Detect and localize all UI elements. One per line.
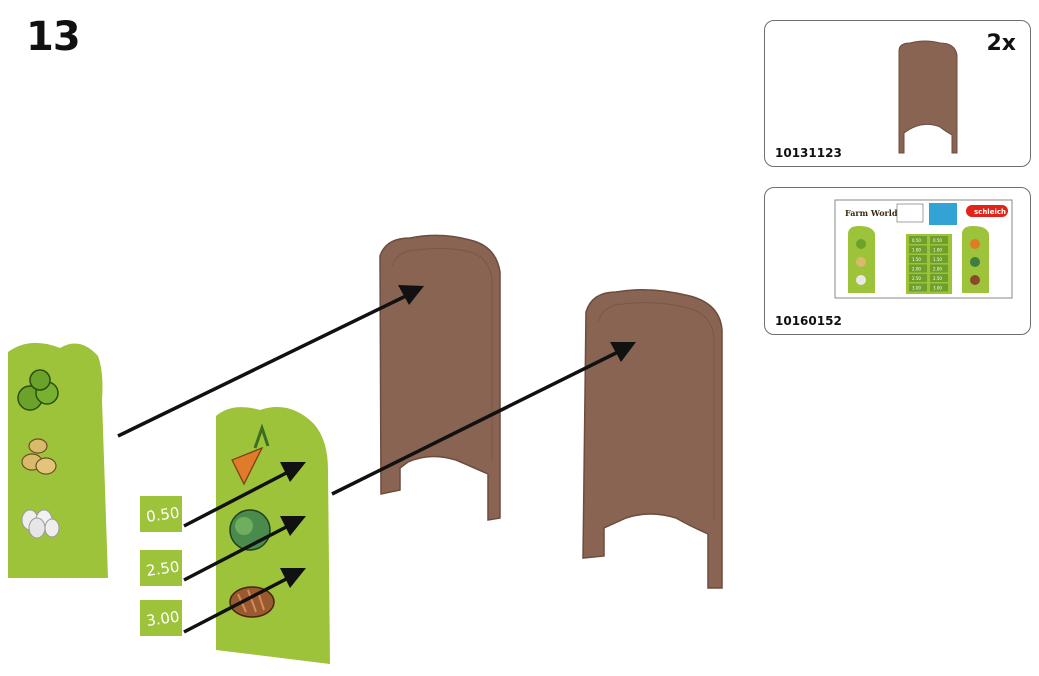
price-label-text: 0.50 — [145, 504, 181, 526]
sheet-price-text: 1.00 — [933, 248, 942, 253]
sheet-price-cell — [909, 283, 927, 292]
sheet-price-cell — [909, 255, 927, 263]
price-label: 2.50 — [140, 550, 182, 586]
price-label: 0.50 — [140, 496, 182, 532]
sheet-price-cell — [909, 274, 927, 282]
eggs-icon — [21, 509, 60, 539]
sheet-price-text: 3.00 — [933, 286, 942, 291]
arrow-to-board-right — [331, 342, 636, 496]
part-number: 10131123 — [775, 146, 842, 160]
sheet-price-text: 2.50 — [933, 276, 942, 281]
step-number: 13 — [26, 14, 81, 60]
sheet-price-text: 2.00 — [933, 267, 942, 272]
arrow-to-board-left — [117, 285, 424, 438]
sheet-logo: schleich — [974, 208, 1006, 216]
sheet-price-text: 2.00 — [912, 267, 921, 272]
part-box-sticker-sheet: Farm World schleich 0.50 1.00 1.50 2.00 2.50… — [764, 187, 1031, 335]
sheet-price-cell — [930, 236, 948, 244]
sheet-price-cell — [930, 274, 948, 282]
board-left — [379, 234, 501, 521]
sheet-price-cell — [930, 255, 948, 263]
arrow-price-050 — [183, 462, 306, 528]
sheet-price-text: 1.50 — [912, 257, 921, 262]
sheet-title: Farm World — [845, 208, 898, 218]
price-label-text: 2.50 — [145, 558, 181, 580]
sticker-eggs-potatoes-apples — [8, 342, 108, 578]
sheet-price-text: 0.50 — [912, 238, 921, 243]
sticker-sheet-icon: Farm World schleich 0.50 1.00 1.50 2.00 2.50… — [834, 199, 1013, 299]
sheet-price-cell — [930, 264, 948, 273]
sheet-price-cell — [909, 245, 927, 254]
sheet-price-text: 2.50 — [912, 276, 921, 281]
sheet-price-text: 3.00 — [912, 286, 921, 291]
sheet-price-text: 0.50 — [933, 238, 942, 243]
quantity-badge: 2x — [986, 31, 1017, 56]
potatoes-icon — [21, 438, 57, 475]
part-number: 10160152 — [775, 314, 842, 328]
arrow-price-300 — [183, 568, 306, 634]
sheet-price-grid: 0.50 1.00 1.50 2.00 2.50 3.00 0.50 1.00 1.50 2.00… — [909, 236, 948, 292]
sheet-price-cell — [909, 264, 927, 273]
bread-icon — [229, 586, 275, 618]
apples-icon — [17, 369, 59, 411]
price-labels: 0.50 2.50 3.00 — [140, 496, 182, 636]
price-label-text: 3.00 — [145, 608, 181, 630]
sheet-price-cell — [930, 245, 948, 254]
sheet-price-cell — [909, 236, 927, 244]
sheet-price-text: 1.00 — [912, 248, 921, 253]
price-label: 3.00 — [140, 600, 182, 636]
assembly-arrows — [117, 285, 636, 634]
sheet-price-cell — [930, 283, 948, 292]
sheet-price-text: 1.50 — [933, 257, 942, 262]
part-box-board: 2x 10131123 — [764, 20, 1031, 167]
carrot-icon — [231, 423, 270, 486]
arrow-price-250 — [183, 516, 306, 582]
board-right — [582, 289, 723, 589]
board-icon — [898, 40, 958, 154]
